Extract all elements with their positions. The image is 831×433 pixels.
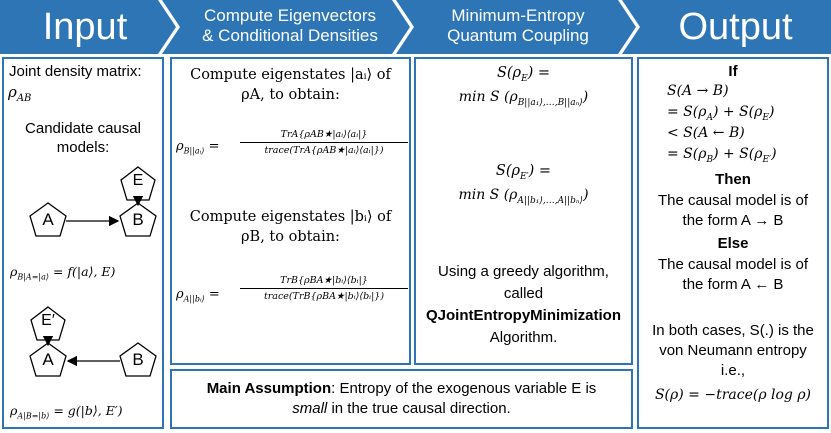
chevron-input bbox=[0, 0, 176, 54]
step1-text: Compute eigenstates |aᵢ⟩ of ρA, to obtai… bbox=[190, 67, 391, 103]
joint-density-symbol: ρAB bbox=[8, 83, 32, 104]
node-a2-shape bbox=[29, 342, 67, 377]
eq1-line1: S(ρE) = bbox=[496, 65, 551, 84]
if-label: If bbox=[728, 63, 738, 80]
both-cases-text: In both cases, S(.) is the von Neumann e… bbox=[652, 322, 814, 379]
assumption-panel: Main Assumption: Entropy of the exogenou… bbox=[170, 369, 633, 429]
eq2-line1: S(ρE′) = bbox=[495, 163, 552, 182]
assumption-text: Main Assumption: Entropy of the exogenou… bbox=[206, 380, 597, 417]
cond4: = S(ρB) + S(ρE′) bbox=[667, 146, 777, 165]
step2-text: Compute eigenstates |bᵢ⟩ of ρB, to obtai… bbox=[189, 209, 392, 245]
else-label: Else bbox=[717, 235, 749, 252]
node-e2-label: E′ bbox=[41, 312, 55, 329]
node-a-label: A bbox=[42, 210, 54, 229]
node-b-shape bbox=[119, 202, 157, 237]
node-e-label: E bbox=[132, 172, 144, 189]
header-compute: Compute Eigenvectors & Conditional Densi… bbox=[202, 6, 378, 45]
header-input: Input bbox=[42, 6, 128, 48]
cond1: S(A → B) bbox=[667, 83, 729, 99]
header-output: Output bbox=[678, 6, 793, 48]
model1-formula: ρB|A=|a⟩ = f(|a⟩, E) bbox=[10, 264, 116, 282]
fraction2-numerator: TrB{ρBA★|bᵢ⟩⟨bᵢ|} bbox=[240, 275, 408, 289]
header-coupling: Minimum-Entropy Quantum Coupling bbox=[447, 6, 589, 45]
chevron-compute bbox=[162, 0, 410, 54]
fraction1: TrA{ρAB★|aᵢ⟩⟨aᵢ|} trace(TrA{ρAB★|aᵢ⟩⟨aᵢ|… bbox=[240, 129, 408, 156]
fraction2: TrB{ρBA★|bᵢ⟩⟨bᵢ|} trace(TrB{ρBA★|bᵢ⟩⟨bᵢ|… bbox=[240, 275, 408, 302]
input-panel: Joint density matrix: ρAB Candidate caus… bbox=[2, 57, 164, 429]
lhs2: ρA||bᵢ⟩ = bbox=[176, 287, 220, 304]
else-text: The causal model is of the form A ← B bbox=[657, 256, 809, 293]
compute-panel: Compute eigenstates |aᵢ⟩ of ρA, to obtai… bbox=[170, 57, 411, 365]
node-b2-shape bbox=[119, 342, 157, 377]
eq1-line2: min S (ρB||a₁⟩,…,B||aₙ⟩) bbox=[458, 89, 589, 108]
fraction1-numerator: TrA{ρAB★|aᵢ⟩⟨aᵢ|} bbox=[240, 129, 408, 143]
model2-formula: ρA|B=|b⟩ = g(|b⟩, E′) bbox=[10, 403, 123, 421]
node-a-shape bbox=[29, 202, 67, 237]
header-chevrons bbox=[0, 0, 831, 54]
greedy-text: Using a greedy algorithm, called QJointE… bbox=[416, 261, 631, 349]
cond3: < S(A ← B) bbox=[667, 125, 745, 141]
chevron-coupling bbox=[396, 0, 636, 54]
causal-graphs bbox=[29, 166, 157, 377]
header-bar: Input Compute Eigenvectors & Conditional… bbox=[0, 0, 831, 54]
entropy-formula: S(ρ) = −trace(ρ log ρ) bbox=[654, 387, 812, 403]
chevron-output bbox=[622, 0, 831, 54]
fraction1-denominator: trace(TrA{ρAB★|aᵢ⟩⟨aᵢ|}) bbox=[264, 145, 384, 156]
then-label: Then bbox=[715, 171, 751, 188]
node-a2-label: A bbox=[42, 350, 54, 369]
joint-density-label: Joint density matrix: bbox=[9, 63, 142, 80]
node-b-label: B bbox=[132, 210, 144, 229]
then-text: The causal model is of the form A → B bbox=[657, 192, 809, 229]
node-b2-label: B bbox=[132, 350, 144, 369]
eq2-line2: min S (ρA||b₁⟩,…,A||bₙ⟩) bbox=[458, 187, 589, 206]
output-panel: If S(A → B) = S(ρA) + S(ρE) < S(A ← B) =… bbox=[637, 57, 829, 429]
candidate-models-label: Candidate causal models: bbox=[25, 120, 141, 156]
coupling-panel: S(ρE) = min S (ρB||a₁⟩,…,B||aₙ⟩) S(ρE′) … bbox=[414, 57, 633, 365]
cond2: = S(ρA) + S(ρE) bbox=[667, 104, 775, 123]
algorithm-name: QJointEntropyMinimization bbox=[426, 307, 621, 324]
lhs1: ρB||aᵢ⟩ = bbox=[176, 139, 220, 156]
fraction2-denominator: trace(TrB{ρBA★|bᵢ⟩⟨bᵢ|}) bbox=[263, 291, 385, 302]
